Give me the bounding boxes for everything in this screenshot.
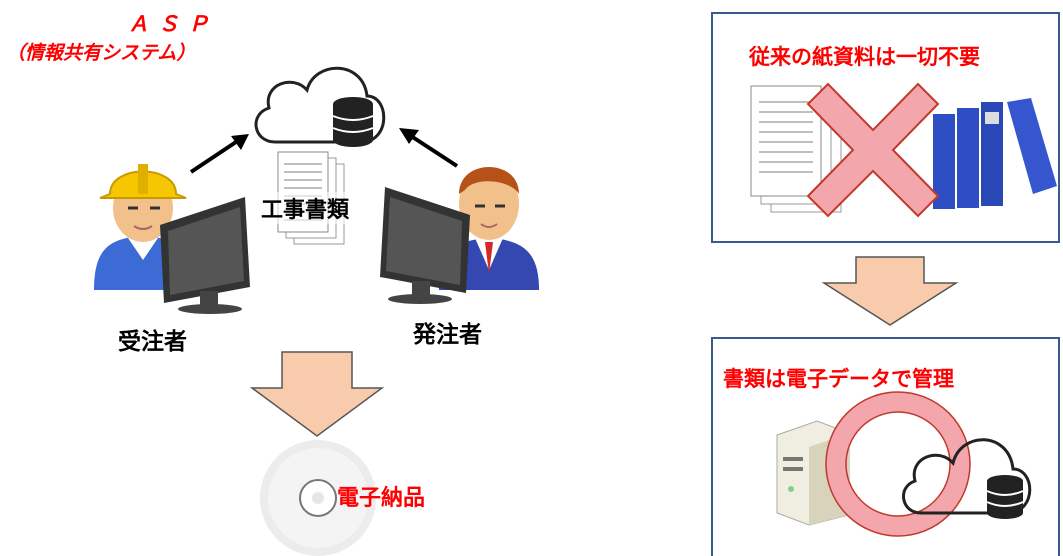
contractor-label: 受注者: [118, 329, 187, 355]
cloud-database-icon: [254, 66, 386, 147]
asp-title: ＡＳＰ: [128, 12, 218, 36]
paper-unneeded-box: 従来の紙資料は一切不要: [711, 12, 1060, 243]
down-arrow-icon: [249, 351, 385, 437]
paper-unneeded-title: 従来の紙資料は一切不要: [749, 45, 980, 69]
cd-disc-icon: [260, 440, 376, 556]
binders-icon: [933, 98, 1057, 209]
monitor-icon: [160, 197, 250, 314]
database-icon: [986, 475, 1024, 519]
asp-subtitle: （情報共有システム）: [6, 42, 196, 64]
database-icon: [332, 97, 374, 147]
circle-mark-icon: [825, 391, 971, 537]
electronic-delivery-label: 電子納品: [337, 486, 426, 511]
cross-mark-icon: [806, 82, 940, 218]
upload-arrow-right: [399, 128, 459, 168]
documents-label: 工事書類: [261, 192, 350, 224]
monitor-icon: [380, 187, 470, 304]
upload-arrow-left: [189, 134, 249, 174]
digital-management-title: 書類は電子データで管理: [723, 367, 954, 391]
cloud-database-icon: [902, 438, 1032, 519]
client-label: 発注者: [413, 322, 482, 348]
down-arrow-icon: [821, 256, 959, 326]
digital-management-box: 書類は電子データで管理: [711, 337, 1060, 556]
